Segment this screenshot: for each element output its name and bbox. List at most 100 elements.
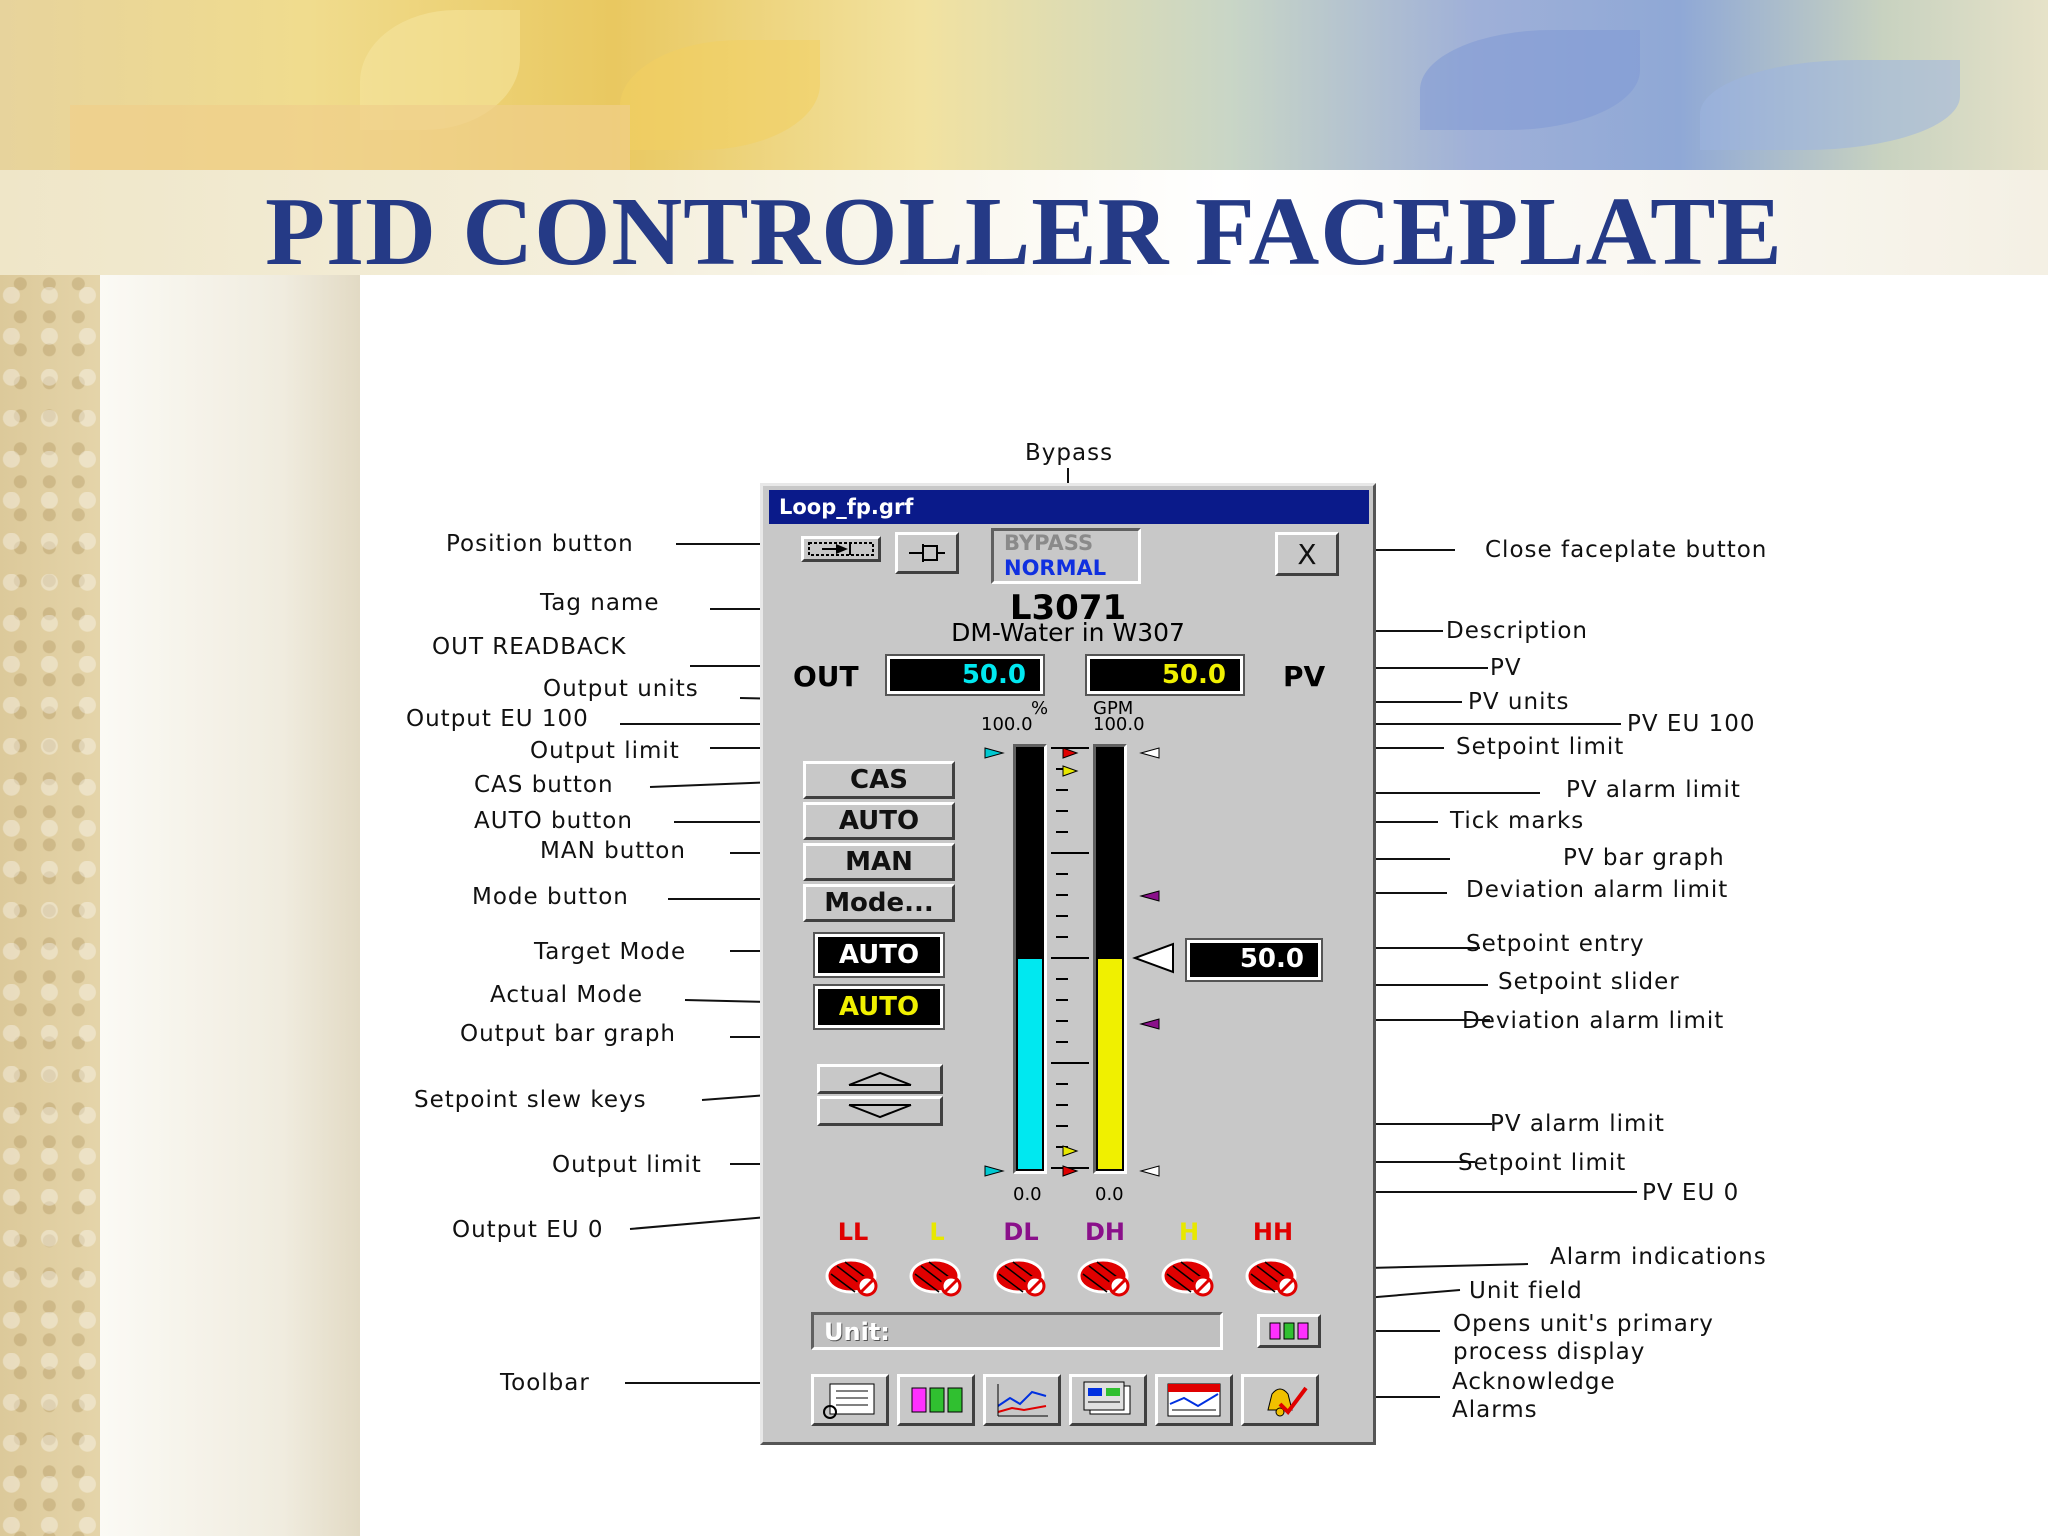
- annotation-unit-field: Unit field: [1469, 1278, 1583, 1304]
- bypass-indicator[interactable]: BYPASS NORMAL: [991, 528, 1141, 584]
- alarm-inhibit-icon[interactable]: [1161, 1256, 1219, 1298]
- alarm-inhibit-icon[interactable]: [909, 1256, 967, 1298]
- annotation-actual-mode: Actual Mode: [490, 982, 644, 1008]
- annotation-tick-marks: Tick marks: [1450, 808, 1585, 834]
- position-button[interactable]: [801, 536, 881, 562]
- annotation-position-button: Position button: [446, 531, 634, 557]
- pin-button[interactable]: [895, 532, 959, 574]
- output-limit-high-marker[interactable]: [984, 747, 1005, 759]
- output-units: %: [1031, 698, 1049, 719]
- annotation-pv: PV: [1490, 655, 1522, 681]
- alarm-label-h: H: [1178, 1218, 1200, 1246]
- cas-button[interactable]: CAS: [803, 761, 955, 799]
- pv-alarm-ll-marker: [1062, 1165, 1079, 1177]
- annotation-deviation-alarm-top: Deviation alarm limit: [1466, 877, 1729, 903]
- annotation-output-limit-top: Output limit: [530, 738, 680, 764]
- out-readback: 50.0: [885, 654, 1045, 696]
- toolbar-history-button[interactable]: [1155, 1374, 1233, 1426]
- output-bar-fill: [1018, 959, 1042, 1169]
- annotation-output-units: Output units: [543, 676, 699, 702]
- auto-button[interactable]: AUTO: [803, 802, 955, 840]
- alarm-inhibit-icon[interactable]: [825, 1256, 883, 1298]
- page-title: PID CONTROLLER FACEPLATE: [265, 178, 1783, 286]
- out-label: OUT: [793, 660, 859, 693]
- open-unit-display-button[interactable]: [1257, 1314, 1321, 1348]
- faceplate-window: Loop_fp.grf BYPASS NORMAL X L3071 DM-Wat…: [760, 483, 1376, 1445]
- alarm-label-hh: HH: [1252, 1218, 1294, 1246]
- alarm-inhibit-icon[interactable]: [993, 1256, 1051, 1298]
- annotation-pv-eu0: PV EU 0: [1642, 1180, 1740, 1206]
- annotation-toolbar: Toolbar: [500, 1370, 590, 1396]
- unit-display-icon: [1269, 1322, 1309, 1340]
- unit-field-label: Unit:: [824, 1318, 890, 1346]
- toolbar-tuning-button[interactable]: [1069, 1374, 1147, 1426]
- pv-bar-fill: [1098, 959, 1122, 1169]
- column-decoration: [100, 275, 360, 1536]
- unit-field[interactable]: Unit:: [811, 1312, 1223, 1350]
- toolbar-unit-button[interactable]: [897, 1374, 975, 1426]
- tuning-display-icon: [1083, 1381, 1131, 1415]
- setpoint-slew-up[interactable]: [817, 1064, 943, 1094]
- description: DM-Water in W307: [951, 618, 1185, 647]
- faceplate-titlebar: Loop_fp.grf: [769, 490, 1369, 524]
- setpoint-slew-down[interactable]: [817, 1096, 943, 1126]
- toolbar-detail-button[interactable]: [811, 1374, 889, 1426]
- pv-label: PV: [1283, 660, 1326, 693]
- pv-units: GPM: [1093, 698, 1134, 719]
- man-button[interactable]: MAN: [803, 843, 955, 881]
- pv-bar-graph: [1093, 744, 1127, 1174]
- pv-readout: 50.0: [1085, 654, 1245, 696]
- toolbar-trend-button[interactable]: [983, 1374, 1061, 1426]
- annotation-setpoint-slew-keys: Setpoint slew keys: [414, 1087, 647, 1113]
- annotation-pv-bar-graph: PV bar graph: [1563, 845, 1725, 871]
- alarm-label-l: L: [929, 1218, 945, 1246]
- setpoint-limit-high-marker[interactable]: [1139, 747, 1160, 759]
- annotation-close-faceplate: Close faceplate button: [1485, 537, 1768, 563]
- annotation-pv-eu100: PV EU 100: [1627, 711, 1756, 737]
- chevron-up-icon: [848, 1071, 912, 1086]
- annotation-auto-button: AUTO button: [474, 808, 633, 834]
- chevron-down-icon: [848, 1104, 912, 1119]
- setpoint-entry[interactable]: 50.0: [1185, 938, 1323, 982]
- setpoint-slider[interactable]: [1132, 942, 1174, 974]
- mode-button[interactable]: Mode...: [803, 884, 955, 922]
- output-eu100: 100.0: [981, 714, 1033, 735]
- output-limit-low-marker[interactable]: [984, 1165, 1005, 1177]
- faceplate-title: Loop_fp.grf: [779, 495, 914, 519]
- pin-icon: [909, 544, 945, 562]
- alarm-label-dh: DH: [1084, 1218, 1125, 1246]
- annotation-setpoint-limit-bottom: Setpoint limit: [1458, 1150, 1627, 1176]
- bypass-label: BYPASS: [1004, 531, 1094, 555]
- unit-group-icon: [911, 1387, 963, 1413]
- annotation-ack-line2: Alarms: [1452, 1397, 1538, 1423]
- annotation-bypass: Bypass: [1025, 440, 1114, 466]
- annotation-target-mode: Target Mode: [534, 939, 687, 965]
- annotation-opens-unit-line2: process display: [1453, 1339, 1646, 1365]
- acknowledge-alarms-button[interactable]: [1241, 1374, 1319, 1426]
- alarm-inhibit-icon[interactable]: [1245, 1256, 1303, 1298]
- annotation-mode-button: Mode button: [472, 884, 629, 910]
- deviation-alarm-high-marker: [1139, 890, 1160, 902]
- annotation-man-button: MAN button: [540, 838, 686, 864]
- bar-markers: [984, 747, 1174, 1177]
- pv-alarm-hh-marker: [1062, 747, 1079, 759]
- annotation-output-bar-graph: Output bar graph: [460, 1021, 676, 1047]
- tick-marks: [1051, 747, 1089, 1169]
- deviation-alarm-low-marker: [1139, 1018, 1160, 1030]
- banner-band: [70, 105, 630, 170]
- alarm-inhibit-icon[interactable]: [1077, 1256, 1135, 1298]
- setpoint-limit-low-marker[interactable]: [1139, 1165, 1160, 1177]
- annotation-setpoint-slider: Setpoint slider: [1498, 969, 1680, 995]
- close-faceplate-button[interactable]: X: [1275, 532, 1339, 576]
- annotation-description: Description: [1446, 618, 1588, 644]
- annotation-alarm-indications: Alarm indications: [1550, 1244, 1767, 1270]
- pv-eu0: 0.0: [1095, 1184, 1124, 1205]
- trend-icon: [996, 1384, 1048, 1417]
- alarm-label-dl: DL: [1003, 1218, 1039, 1246]
- pv-alarm-h-marker: [1062, 765, 1079, 777]
- annotation-tag-name: Tag name: [540, 590, 660, 616]
- annotation-out-readback: OUT READBACK: [432, 634, 627, 660]
- alarm-label-ll: LL: [837, 1218, 869, 1246]
- pv-alarm-l-marker: [1062, 1145, 1079, 1157]
- output-eu0: 0.0: [1013, 1184, 1042, 1205]
